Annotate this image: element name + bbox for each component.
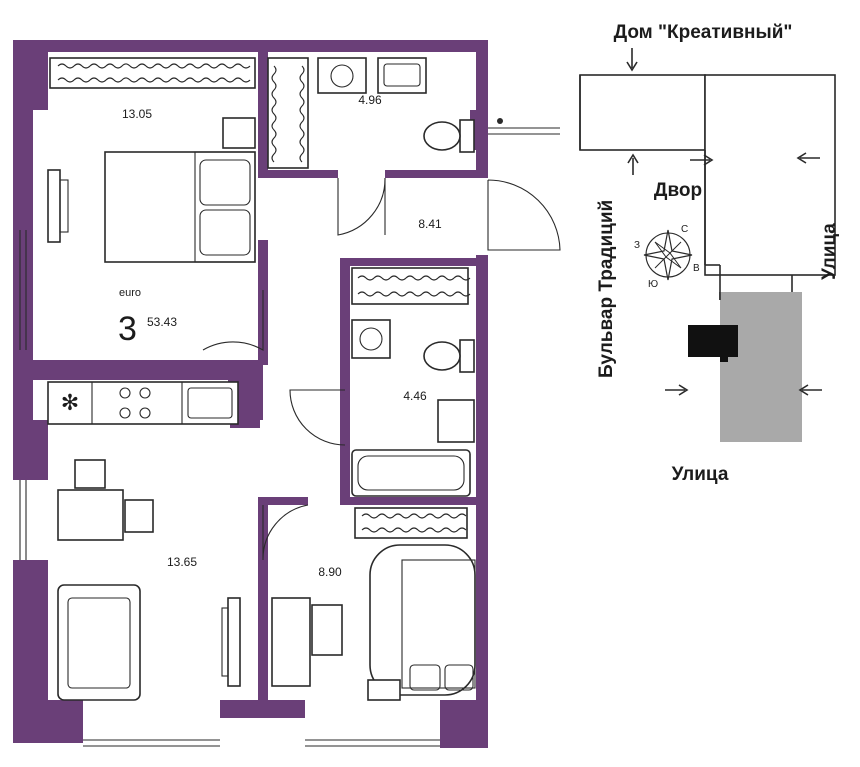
furniture: ✻ [47,57,476,701]
site-boulevard-label: Бульвар Традиций [596,200,617,378]
highlight-block [720,292,802,442]
compass-north: С [681,224,688,235]
room-area-kitchen-living: 13.65 [167,555,197,569]
room-area-bedroom-bottom: 8.90 [318,565,342,579]
labels: 13.05 4.96 8.41 4.46 13.65 8.90 euro 3 5… [118,22,840,579]
site-courtyard-label: Двор [654,180,702,201]
site-street-bottom-label: Улица [672,464,729,485]
room-area-bathroom-middle: 4.46 [403,389,427,403]
apartment-rooms-count: 3 [118,310,137,348]
compass-east: В [693,263,700,274]
apartment-total-area: 53.43 [147,315,177,329]
building-marker [688,325,738,357]
room-area-hallway: 8.41 [418,217,442,231]
apartment-type-label: euro [119,287,141,299]
site-street-right-label: Улица [819,223,840,280]
door-swings [202,177,561,561]
svg-text:✻: ✻ [61,390,79,415]
room-area-bathroom-top: 4.96 [358,93,382,107]
site-plan [579,48,836,442]
site-building-title: Дом "Креативный" [614,22,793,43]
compass-south: Ю [648,279,658,290]
compass-rose-icon [643,229,693,281]
room-area-bedroom-top: 13.05 [122,107,152,121]
compass-west: З [634,240,640,251]
walls [13,40,488,748]
windows [19,118,560,747]
